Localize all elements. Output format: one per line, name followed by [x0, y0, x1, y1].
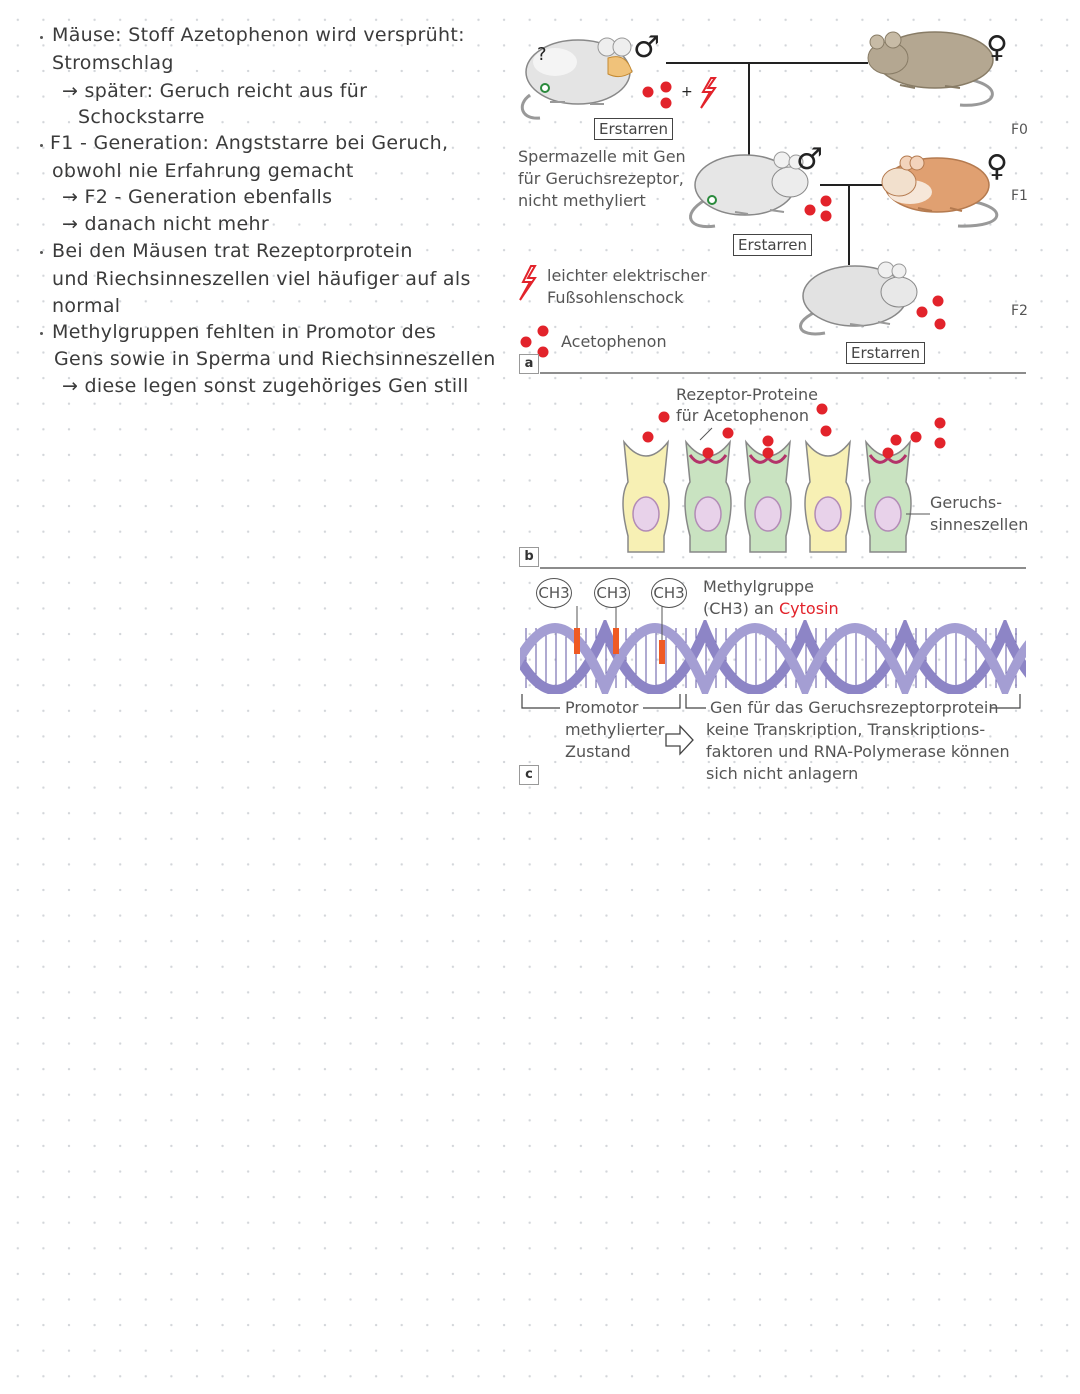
bullet-dot [40, 36, 43, 39]
bullet-dot [40, 144, 43, 147]
gene-label: Gen für das Geruchsrezeptorprotein [710, 698, 999, 717]
note-line: → diese legen sonst zugehöriges Gen stil… [62, 375, 469, 397]
note-line: Schockstarre [78, 106, 205, 128]
acetophenone-caption: Acetophenon [561, 332, 667, 351]
region-brackets [521, 694, 1021, 709]
state-caption: methylierter [565, 720, 665, 739]
caption-line: leichter elektrischer [547, 266, 707, 285]
result-caption: faktoren und RNA-Polymerase können [706, 742, 1010, 761]
receptor-caption: für Acetophenon [676, 406, 810, 425]
generation-label-f0: F0 [1011, 122, 1028, 138]
note-line: → danach nicht mehr [62, 213, 269, 235]
result-caption: sich nicht anlagern [706, 764, 859, 783]
plus-sign: + [681, 84, 693, 100]
note-line: normal [52, 295, 121, 317]
result-caption: keine Transkription, Transkriptions- [706, 720, 986, 739]
methyl-connectors [576, 606, 663, 640]
dna-helix [520, 620, 1026, 694]
methyl-caption: Methylgruppe [703, 577, 815, 596]
acetophenone-dots [520, 81, 946, 358]
generation-label-f1: F1 [1011, 188, 1028, 204]
olfactory-cells [622, 403, 946, 553]
methyl-group-mark: CH3 [594, 578, 630, 608]
caption-line: nicht methyliert [518, 191, 646, 210]
question-mark: ? [537, 44, 547, 65]
note-line: Stromschlag [52, 52, 174, 74]
panel-tag-c: c [519, 765, 539, 785]
note-line: Bei den Mäusen trat Rezeptorprotein [52, 240, 413, 262]
methyl-group-mark: CH3 [651, 578, 687, 608]
receptor-caption: Rezeptor-Proteine [676, 385, 818, 404]
bullet-dot [40, 251, 43, 254]
lightning-icon [700, 77, 717, 109]
mouse-f2 [799, 261, 918, 336]
methyl-caption: (CH3) an Cytosin [703, 598, 839, 620]
female-symbol: ♀ [986, 30, 1008, 65]
female-symbol: ♀ [986, 149, 1008, 184]
caption-line: Spermazelle mit Gen [518, 147, 686, 166]
bullet-dot [40, 332, 43, 335]
panel-tag-a: a [519, 354, 539, 374]
freeze-label: Erstarren [733, 234, 813, 256]
note-line: Mäuse: Stoff Azetophenon wird versprüht: [52, 24, 465, 46]
caption-line: für Geruchsrezeptor, [518, 169, 684, 188]
generation-label-f2: F2 [1011, 303, 1028, 319]
freeze-label: Erstarren [594, 118, 674, 140]
note-line: F1 - Generation: Angststarre bei Geruch, [50, 132, 449, 154]
note-line: Gens sowie in Sperma und Riechsinneszell… [54, 348, 496, 370]
note-line: → F2 - Generation ebenfalls [62, 186, 333, 208]
panel-tag-b: b [519, 547, 539, 567]
male-symbol: ♂ [796, 142, 823, 177]
note-line: → später: Geruch reicht aus für [62, 80, 368, 102]
methyl-caption-prefix: (CH3) an [703, 599, 779, 618]
state-caption: Zustand [565, 742, 631, 761]
cells-caption: Geruchs- [930, 493, 1003, 512]
mouse-f0-male [520, 37, 633, 120]
caption-line: Fußsohlenschock [547, 288, 684, 307]
cytosin-highlight: Cytosin [778, 599, 839, 618]
mouse-f1-female [881, 155, 999, 228]
lightning-icon [519, 265, 537, 301]
freeze-label: Erstarren [846, 342, 926, 364]
promoter-label: Promotor [565, 698, 639, 717]
note-line: und Riechsinneszellen viel häufiger auf … [52, 268, 471, 290]
cells-caption: sinneszellen [930, 515, 1029, 534]
note-line: Methylgruppen fehlten in Promotor des [52, 321, 437, 343]
mouse-f1-male [689, 151, 809, 229]
mouse-f0-female [867, 31, 994, 107]
male-symbol: ♂ [633, 30, 660, 65]
methyl-group-mark: CH3 [536, 578, 572, 608]
arrow-right-icon [665, 724, 694, 756]
note-line: obwohl nie Erfahrung gemacht [52, 160, 354, 182]
